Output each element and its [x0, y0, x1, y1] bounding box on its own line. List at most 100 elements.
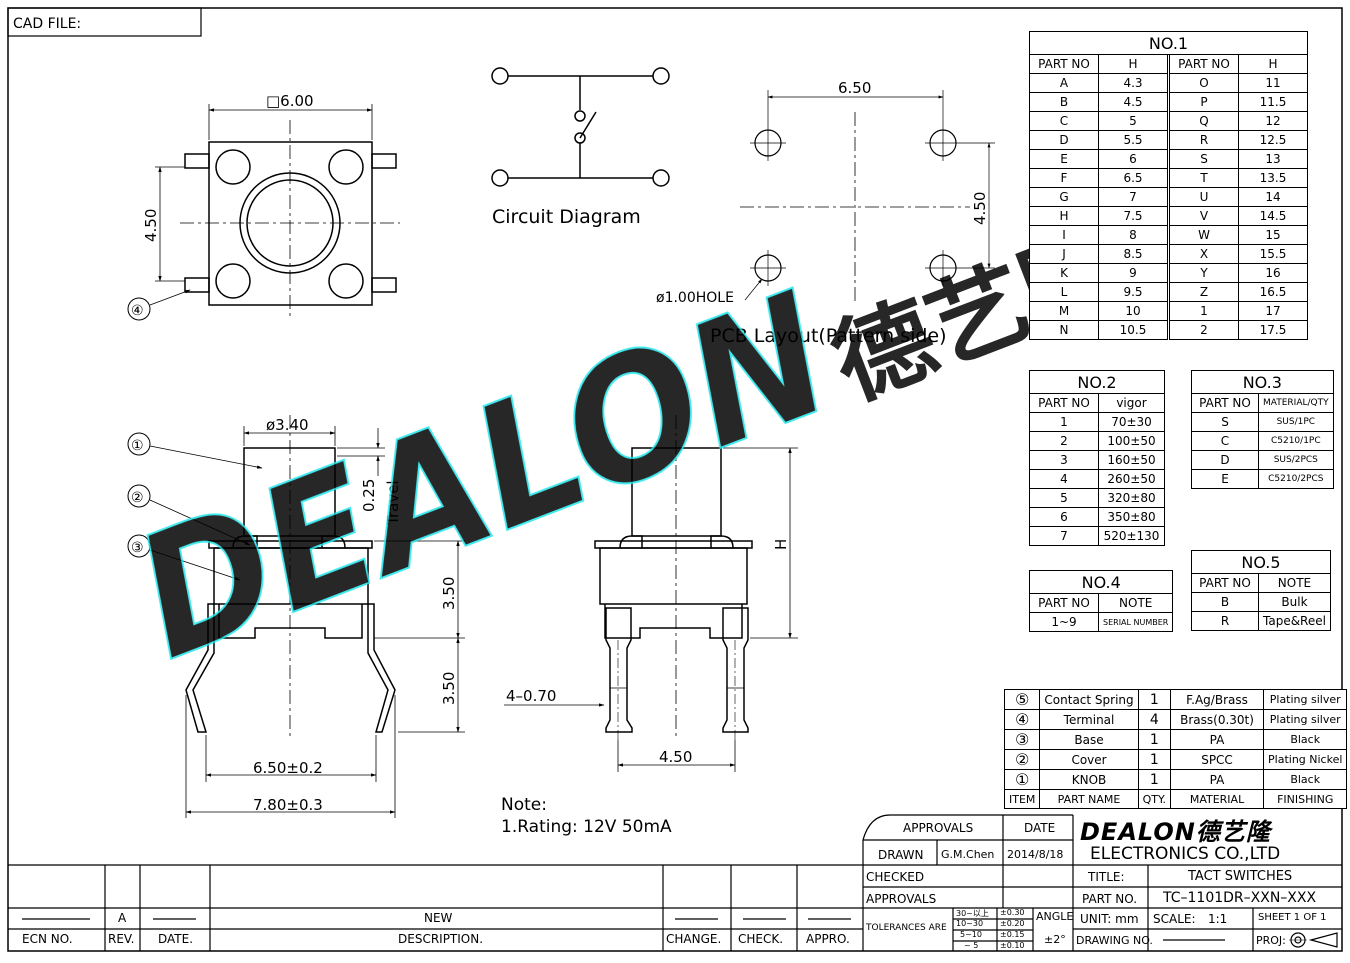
tb-tol-val-3: ±0.15	[1000, 930, 1025, 939]
bom-row-cell: Black	[1263, 769, 1348, 790]
bom-row-cell: Black	[1263, 729, 1348, 750]
callout-2: ②	[131, 490, 144, 506]
no2-row-cell: 5	[1029, 488, 1099, 508]
no1-row-cell: Q	[1169, 111, 1239, 131]
tb-angle-lbl: ANGLE	[1036, 910, 1074, 923]
tb-scale-lbl: SCALE:	[1153, 912, 1196, 926]
rev-description: NEW	[424, 911, 453, 925]
no5-row-cell: Tape&Reel	[1258, 611, 1331, 631]
tb-title-lbl: TITLE:	[1088, 870, 1125, 884]
tb-drawn-lbl: DRAWN	[878, 848, 924, 862]
pcb-dim-height: 4.50	[971, 192, 989, 225]
no5-row-cell: B	[1191, 592, 1259, 612]
bom-row-cell: 1	[1137, 769, 1172, 790]
bom-row-cell: SPCC	[1170, 749, 1265, 770]
no1-row-cell: U	[1169, 187, 1239, 207]
bom-row-cell: ①	[1003, 769, 1041, 790]
tb-company: ELECTRONICS CO.,LTD	[1090, 844, 1281, 864]
table-no4: NO.4 PART NO NOTE 1~9 SERIAL NUMBER	[1028, 570, 1174, 632]
no1-row-cell: 17.5	[1238, 320, 1308, 340]
no1-row-cell: K	[1029, 263, 1099, 283]
no1-row-cell: Z	[1169, 282, 1239, 302]
no1-row-cell: 2	[1169, 320, 1239, 340]
circuit-title: Circuit Diagram	[492, 206, 641, 228]
tb-scale-val: 1:1	[1208, 912, 1228, 926]
no1-row-cell: G	[1029, 187, 1099, 207]
tb-tol-val-2: ±0.20	[1000, 919, 1025, 928]
bom-row-cell: Plating silver	[1263, 689, 1348, 710]
no1-row-cell: 16	[1238, 263, 1308, 283]
table-no4-title: NO.4	[1028, 570, 1174, 594]
pcb-dim-width: 6.50	[838, 79, 871, 97]
bom-row-cell: Contact Spring	[1039, 689, 1139, 710]
no1-row-cell: H	[1029, 206, 1099, 226]
no5-row-cell: R	[1191, 611, 1259, 631]
no1-header-partno: PART NO	[1029, 54, 1099, 74]
cad-file-label: CAD FILE:	[13, 16, 81, 32]
no1-row-cell: W	[1169, 225, 1239, 245]
no2-row-cell: 160±50	[1098, 450, 1165, 470]
cad-file-box	[7, 7, 202, 37]
rev-date-header: DATE.	[158, 932, 194, 946]
no1-row-cell: R	[1169, 130, 1239, 150]
no5-row-cell: Bulk	[1258, 592, 1331, 612]
rev-ecn-header: ECN NO.	[22, 932, 73, 946]
bom-header-item: ITEM	[1003, 789, 1041, 809]
tb-title-val: TACT SWITCHES	[1188, 869, 1293, 884]
no3-row-cell: SUS/1PC	[1258, 412, 1334, 432]
rev-desc-header: DESCRIPTION.	[398, 932, 484, 946]
no1-row-cell: M	[1029, 301, 1099, 321]
no1-row-cell: T	[1169, 168, 1239, 188]
bom-header-material: MATERIAL	[1170, 789, 1265, 809]
side-travel-label: Travel	[384, 480, 402, 526]
side-view	[127, 415, 465, 818]
no1-row-cell: 7.5	[1098, 206, 1168, 226]
no1-row-cell: 10	[1098, 301, 1168, 321]
no3-row-cell: C5210/2PCS	[1258, 469, 1334, 489]
no2-row-cell: 520±130	[1098, 526, 1165, 546]
no1-row-cell: S	[1169, 149, 1239, 169]
tb-angle-val: ±2°	[1044, 933, 1066, 946]
side-dim-knob: ø3.40	[266, 416, 309, 434]
no3-row-cell: SUS/2PCS	[1258, 450, 1334, 470]
bom-row-cell: KNOB	[1039, 769, 1139, 790]
no1-row-cell: N	[1029, 320, 1099, 340]
no1-row-cell: 14.5	[1238, 206, 1308, 226]
no1-row-cell: 9.5	[1098, 282, 1168, 302]
no4-header-partno: PART NO	[1029, 593, 1099, 613]
no5-header-note: NOTE	[1258, 573, 1331, 593]
no1-row-cell: 6	[1098, 149, 1168, 169]
tb-logo: DEALON德艺隆	[1080, 818, 1271, 846]
no2-row-cell: 2	[1029, 431, 1099, 451]
top-view	[127, 104, 400, 321]
bom-row-cell: Cover	[1039, 749, 1139, 770]
title-block-lines	[8, 814, 1342, 951]
bom-header-qty: QTY.	[1137, 789, 1172, 809]
tb-partno-lbl: PART NO.	[1082, 892, 1138, 906]
bom-header-finishing: FINISHING	[1263, 789, 1348, 809]
front-dim-pitch: 4.50	[659, 748, 692, 766]
no1-row-cell: 7	[1098, 187, 1168, 207]
table-no3-title: NO.3	[1191, 370, 1334, 394]
no1-row-cell: D	[1029, 130, 1099, 150]
no1-row-cell: J	[1029, 244, 1099, 264]
bom-row-cell: ②	[1003, 749, 1041, 770]
no1-row-cell: 8.5	[1098, 244, 1168, 264]
tb-tol-val-4: ±0.10	[1000, 941, 1025, 950]
front-view	[504, 415, 798, 772]
no1-row-cell: 12.5	[1238, 130, 1308, 150]
